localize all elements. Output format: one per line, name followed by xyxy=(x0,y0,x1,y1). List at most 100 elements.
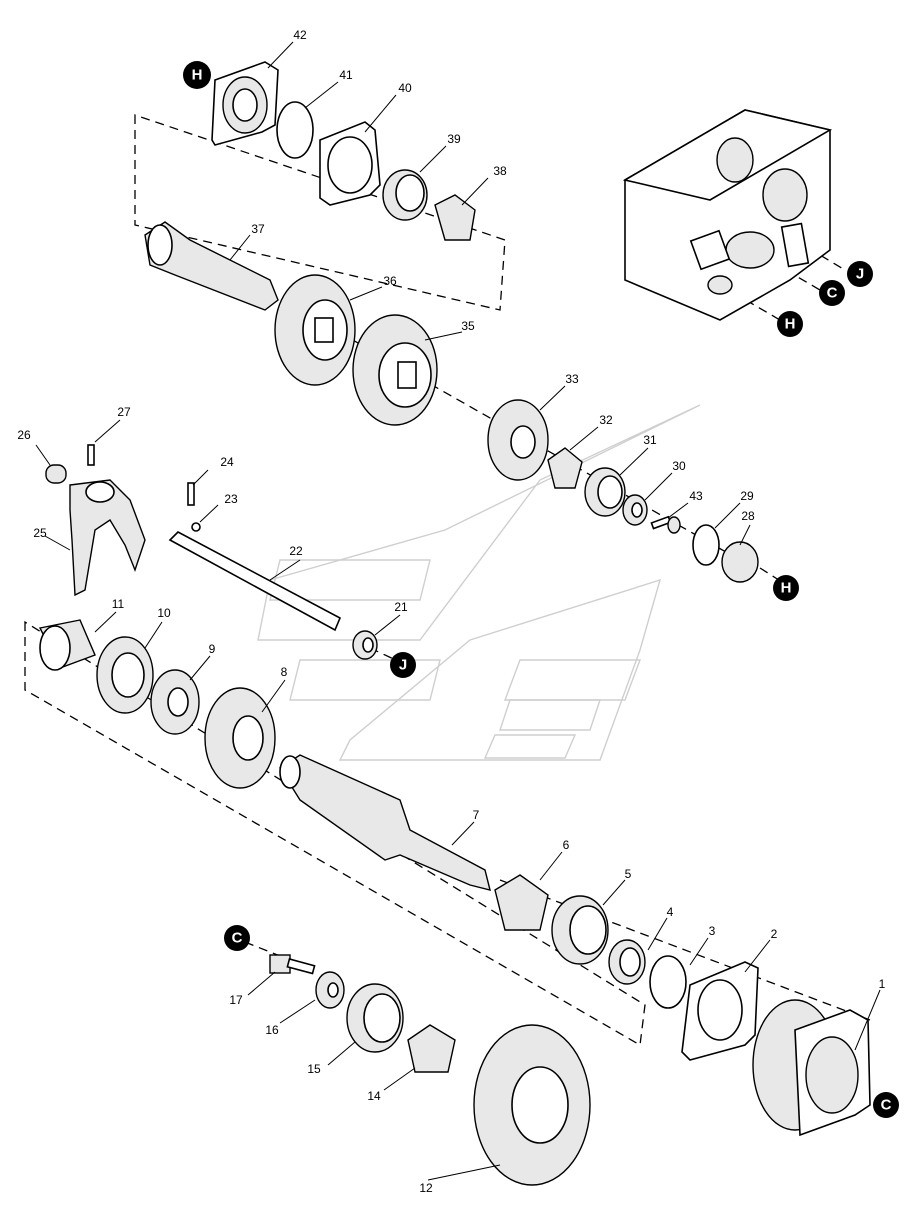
upper-shaft-group-outline xyxy=(134,114,506,311)
ref-badge-c-left: C xyxy=(224,925,250,951)
part-41-o-ring xyxy=(276,101,314,159)
bolt-c-line xyxy=(244,941,291,961)
part-label-29: 29 xyxy=(740,489,754,503)
part-label-38: 38 xyxy=(493,164,507,178)
ref-letter: C xyxy=(881,1097,892,1114)
part-16-washer xyxy=(315,971,345,1009)
part-label-14: 14 xyxy=(367,1089,381,1103)
part-5-bearing-cup xyxy=(551,895,609,965)
ref-letter: H xyxy=(785,316,796,333)
ref-badge-h-case: H xyxy=(777,311,803,337)
part-label-39: 39 xyxy=(447,132,461,146)
ref-badge-c-right: C xyxy=(873,1092,899,1118)
part-label-31: 31 xyxy=(643,433,657,447)
part-36-gear xyxy=(274,274,356,386)
part-label-3: 3 xyxy=(709,924,716,938)
part-label-35: 35 xyxy=(461,319,475,333)
part-label-12: 12 xyxy=(419,1181,433,1195)
part-43-bolt xyxy=(650,515,681,534)
ref-letter: J xyxy=(399,657,407,674)
part-label-30: 30 xyxy=(672,459,686,473)
part-28-cap xyxy=(721,541,759,583)
ref-letter: H xyxy=(192,67,203,84)
part-2-gasket xyxy=(681,961,759,1061)
part-label-41: 41 xyxy=(339,68,353,82)
part-label-33: 33 xyxy=(565,372,579,386)
part-24-spring xyxy=(187,482,195,506)
watermark-logo xyxy=(257,404,701,761)
ref-letter: C xyxy=(827,285,838,302)
part-label-42: 42 xyxy=(293,28,307,42)
part-label-15: 15 xyxy=(307,1062,321,1076)
part-label-6: 6 xyxy=(563,838,570,852)
part-4-seal xyxy=(608,939,646,985)
part-8-gear xyxy=(204,687,276,789)
part-25-shift-fork xyxy=(69,479,146,597)
ref-badge-h-top: H xyxy=(183,61,211,89)
ref-letter: H xyxy=(781,580,792,597)
part-10-synchro xyxy=(96,636,154,714)
ref-badge-h-right: H xyxy=(773,575,799,601)
part-31-bearing-cup xyxy=(584,467,626,517)
part-label-7: 7 xyxy=(473,808,480,822)
part-27-pin xyxy=(87,444,95,466)
part-6-bearing-cone xyxy=(494,874,549,931)
part-29-snap-ring xyxy=(692,524,720,566)
part-37-input-shaft xyxy=(144,221,279,311)
part-35-gear xyxy=(352,314,438,426)
ref-badge-j-case: J xyxy=(847,261,873,287)
part-14-bearing-cone xyxy=(407,1024,456,1073)
part-label-9: 9 xyxy=(209,642,216,656)
ref-badge-c-case: C xyxy=(819,280,845,306)
transmission-case xyxy=(622,109,833,321)
part-label-40: 40 xyxy=(398,81,412,95)
leader-lines xyxy=(35,41,881,1181)
part-label-36: 36 xyxy=(383,274,397,288)
part-label-5: 5 xyxy=(625,867,632,881)
part-12-large-gear xyxy=(473,1024,591,1186)
part-label-43: 43 xyxy=(689,489,703,503)
part-label-23: 23 xyxy=(224,492,238,506)
part-11-sleeve xyxy=(38,619,96,671)
part-label-22: 22 xyxy=(289,544,303,558)
part-42-cover-plate xyxy=(211,61,279,146)
part-3-o-ring xyxy=(649,955,687,1009)
part-label-11: 11 xyxy=(112,597,125,611)
part-7-main-shaft xyxy=(279,754,491,891)
part-label-16: 16 xyxy=(265,1023,279,1037)
part-label-21: 21 xyxy=(394,600,408,614)
part-label-27: 27 xyxy=(117,405,131,419)
part-1-bearing-housing xyxy=(752,999,871,1137)
part-label-37: 37 xyxy=(251,222,265,236)
part-label-4: 4 xyxy=(667,905,674,919)
part-label-25: 25 xyxy=(33,526,47,540)
ref-letter: C xyxy=(232,930,243,947)
part-22-shift-rod xyxy=(168,531,342,632)
ref-letter: J xyxy=(856,266,864,283)
part-label-24: 24 xyxy=(220,455,234,469)
part-label-1: 1 xyxy=(879,977,886,991)
part-33-gear xyxy=(487,399,549,481)
part-38-bearing-cone xyxy=(434,194,476,241)
part-21-washer xyxy=(352,630,378,660)
part-26-bushing xyxy=(45,464,67,484)
part-32-bearing-cone xyxy=(547,447,583,489)
ref-badge-j-mid: J xyxy=(390,652,416,678)
part-label-10: 10 xyxy=(157,606,171,620)
part-label-32: 32 xyxy=(599,413,613,427)
part-label-2: 2 xyxy=(771,927,778,941)
part-15-bearing-cup xyxy=(346,983,404,1053)
part-23-ball xyxy=(191,522,201,532)
part-label-26: 26 xyxy=(17,428,31,442)
part-9-gear xyxy=(150,669,200,735)
case-j-line xyxy=(794,239,846,271)
part-30-washer xyxy=(622,494,648,526)
part-17-bolt xyxy=(269,954,316,975)
part-label-17: 17 xyxy=(229,993,243,1007)
part-label-28: 28 xyxy=(741,509,755,523)
part-label-8: 8 xyxy=(281,665,288,679)
lower-shaft-group-outline xyxy=(24,620,646,1047)
part-40-gasket xyxy=(319,121,381,206)
part-39-bearing-cup xyxy=(382,169,428,221)
